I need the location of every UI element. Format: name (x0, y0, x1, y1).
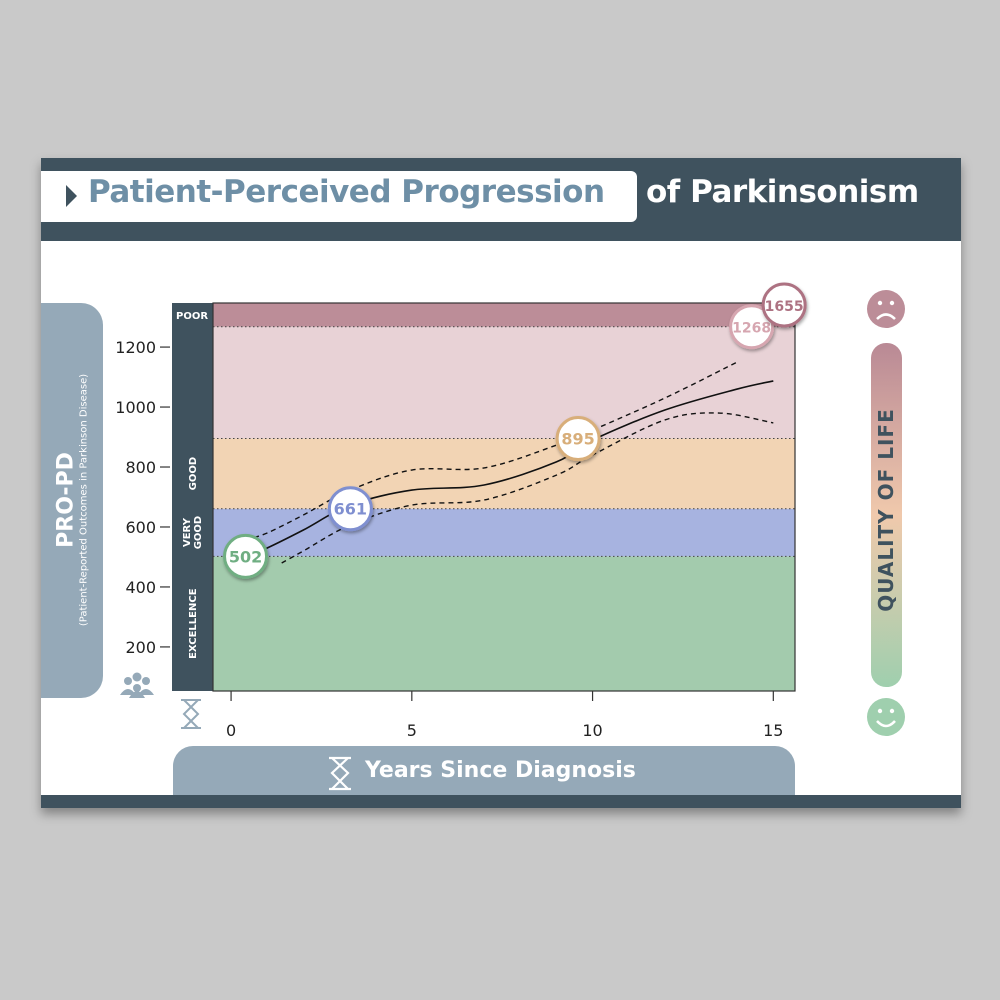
y-axis-pill (41, 303, 103, 698)
y-tick-label: 600 (125, 518, 156, 537)
band-label-column (172, 303, 213, 691)
happy-face-icon (867, 698, 905, 736)
band-0 (213, 556, 795, 691)
x-tick-label: 0 (226, 721, 236, 740)
title-highlight-box (41, 171, 637, 222)
band-label: GOOD (188, 457, 199, 491)
x-tick-label: 15 (763, 721, 783, 740)
title-highlight: Patient-Perceived Progression (88, 174, 605, 210)
x-axis-pill (173, 746, 795, 795)
quality-of-life-label: QUALITY OF LIFE (874, 408, 898, 612)
y-tick-label: 800 (125, 458, 156, 477)
quality-gradient-bar (871, 343, 902, 687)
x-tick-label: 5 (407, 721, 417, 740)
threshold-bubble: 502 (223, 533, 269, 579)
threshold-bubble: 1268 (729, 304, 775, 350)
series-upper-CI (245, 361, 738, 541)
band-2 (213, 438, 795, 509)
band-3 (213, 326, 795, 439)
threshold-bubble-circle (729, 304, 775, 350)
threshold-bubble-label: 1655 (765, 299, 804, 315)
people-icon (120, 672, 154, 698)
y-tick-label: 1000 (115, 398, 156, 417)
threshold-bubble-circle (761, 282, 807, 328)
y-tick-label: 1200 (115, 338, 156, 357)
x-axis-label: Years Since Diagnosis (365, 758, 636, 783)
threshold-bubble-label: 895 (561, 430, 594, 449)
hourglass-icon (181, 699, 201, 729)
band-label: VERYGOOD (182, 516, 204, 550)
band-4 (213, 303, 795, 327)
threshold-bubble-circle (223, 533, 269, 579)
threshold-bubble: 1655 (761, 282, 807, 328)
plot-frame (212, 302, 796, 692)
threshold-bubble-circle (327, 486, 373, 532)
threshold-bubble-label: 502 (229, 547, 262, 566)
series-lower-CI (281, 412, 774, 564)
threshold-bubble: 895 (555, 416, 601, 462)
series-mean (245, 380, 774, 558)
threshold-bubble-circle (555, 416, 601, 462)
title-rest: of Parkinsonism (646, 174, 919, 210)
y-tick-label: 400 (125, 578, 156, 597)
hourglass-icon-xlabel (329, 756, 351, 791)
band-label: POOR (176, 311, 208, 322)
play-triangle-icon (66, 185, 77, 207)
threshold-bubble: 661 (327, 486, 373, 532)
band-1 (213, 508, 795, 557)
x-tick-label: 10 (582, 721, 602, 740)
bottom-bar (41, 795, 961, 808)
threshold-bubble-label: 1268 (732, 321, 771, 337)
y-tick-label: 200 (125, 638, 156, 657)
sad-face-icon (867, 290, 905, 328)
threshold-bubble-label: 661 (334, 500, 367, 519)
band-label: EXCELLENCE (188, 588, 199, 659)
